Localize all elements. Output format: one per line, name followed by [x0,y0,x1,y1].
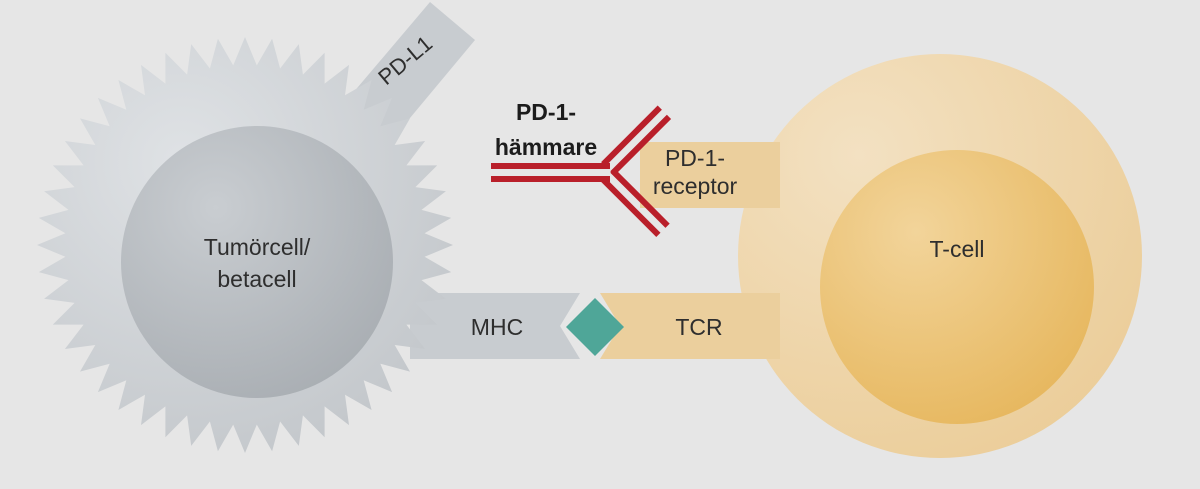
receptor-label-line1: PD-1- [665,145,725,171]
antibody-lower-arm [601,168,670,238]
tumor-cell-nucleus [121,126,393,398]
pd-1-inhibitor-antibody [491,105,672,238]
antibody-upper-arm [601,105,672,176]
inhibitor-label-line2: hämmare [495,134,597,160]
tumor-cell-label-line2: betacell [217,266,296,292]
mhc-label: MHC [471,314,523,340]
tumor-cell-label-line1: Tumörcell/ [204,234,311,260]
t-cell-nucleus [820,150,1094,424]
pd-1-receptor [640,142,780,208]
antibody-stem-top [491,163,610,169]
inhibitor-label-line1: PD-1- [516,99,576,125]
antibody-stem-bottom [491,176,610,182]
receptor-label-line2: receptor [653,173,738,199]
t-cell-label: T-cell [930,236,985,262]
tcr-receptor [600,293,780,359]
antigen-diamond [566,298,624,356]
tcr-label: TCR [675,314,722,340]
mhc-molecule [410,293,580,359]
